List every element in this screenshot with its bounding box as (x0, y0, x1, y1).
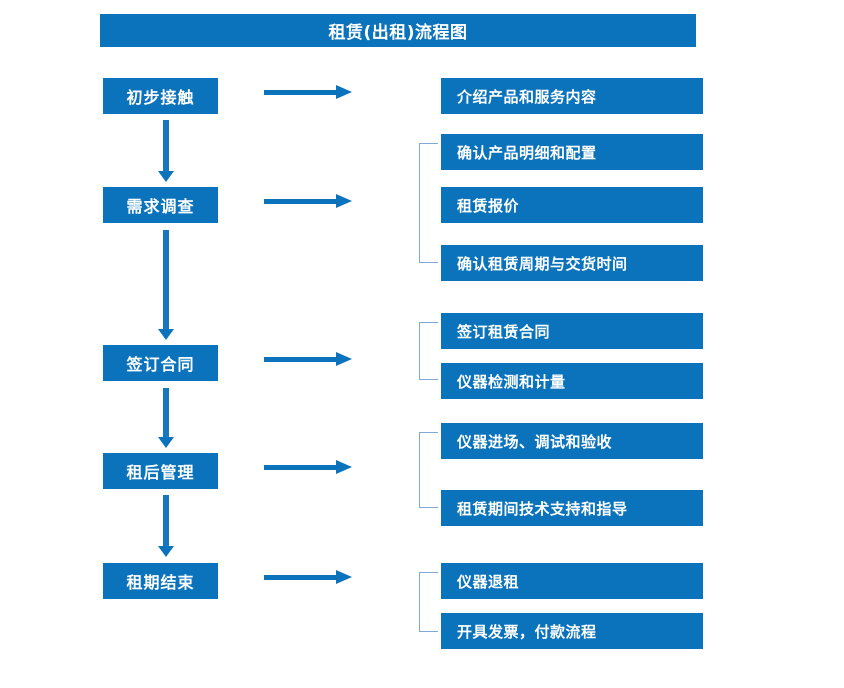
arrow-head (336, 85, 352, 99)
arrow-down-stage-2-to-3 (155, 230, 177, 340)
group-bracket-qian-ding-he-tong (419, 322, 438, 380)
arrow-head (158, 329, 174, 340)
task-box-que-ren-zu-lin-zhou-qi-yu-jiao-huo-shi-jian[interactable]: 确认租赁周期与交货时间 (441, 245, 703, 281)
task-box-qian-ding-zu-lin-he-tong[interactable]: 签订租赁合同 (441, 313, 703, 349)
arrow-down-stage-1-to-2 (155, 120, 177, 182)
task-box-jie-shao-chan-pin-he-fu-wu-nei-rong[interactable]: 介绍产品和服务内容 (441, 78, 703, 114)
task-box-que-ren-chan-pin-ming-xi-he-pei-zhi[interactable]: 确认产品明细和配置 (441, 134, 703, 170)
arrow-right-stage-1 (264, 85, 352, 99)
stage-box-qian-ding-he-tong[interactable]: 签订合同 (103, 345, 218, 381)
arrow-right-stage-3 (264, 352, 352, 366)
task-box-yi-qi-jin-chang-tiao-shi-he-yan-shou[interactable]: 仪器进场、调试和验收 (441, 423, 703, 459)
arrow-down-stage-3-to-4 (155, 388, 177, 448)
arrow-head (336, 352, 352, 366)
arrow-head (158, 546, 174, 557)
task-box-kai-ju-fa-piao-fu-kuan-liu-cheng[interactable]: 开具发票，付款流程 (441, 613, 703, 649)
task-box-yi-qi-tui-zu[interactable]: 仪器退租 (441, 563, 703, 599)
arrow-shaft (163, 120, 169, 171)
arrow-shaft (264, 90, 338, 95)
task-box-zu-lin-qi-jian-ji-shu-zhi-chi-he-zhi-dao[interactable]: 租赁期间技术支持和指导 (441, 490, 703, 526)
arrow-head (336, 460, 352, 474)
group-bracket-xu-qiu-diao-cha (419, 143, 438, 263)
arrow-shaft (264, 357, 338, 362)
group-bracket-zu-hou-guan-li (419, 432, 438, 508)
flowchart-title: 租赁(出租)流程图 (100, 14, 696, 47)
stage-box-chu-bu-jie-chu[interactable]: 初步接触 (103, 78, 218, 114)
arrow-right-stage-4 (264, 460, 352, 474)
arrow-shaft (264, 465, 338, 470)
arrow-shaft (264, 575, 338, 580)
arrow-head (336, 570, 352, 584)
group-bracket-zu-qi-jie-shu (419, 572, 438, 632)
arrow-right-stage-2 (264, 194, 352, 208)
arrow-down-stage-4-to-5 (155, 495, 177, 557)
task-box-yi-qi-jian-ce-he-ji-liang[interactable]: 仪器检测和计量 (441, 363, 703, 399)
stage-box-xu-qiu-diao-cha[interactable]: 需求调查 (103, 187, 218, 223)
stage-box-zu-qi-jie-shu[interactable]: 租期结束 (103, 563, 218, 599)
arrow-shaft (163, 388, 169, 437)
task-box-zu-lin-bao-jia[interactable]: 租赁报价 (441, 187, 703, 223)
arrow-head (336, 194, 352, 208)
arrow-right-stage-5 (264, 570, 352, 584)
stage-box-zu-hou-guan-li[interactable]: 租后管理 (103, 453, 218, 489)
arrow-head (158, 171, 174, 182)
arrow-shaft (163, 230, 169, 329)
arrow-shaft (163, 495, 169, 546)
arrow-head (158, 437, 174, 448)
arrow-shaft (264, 199, 338, 204)
